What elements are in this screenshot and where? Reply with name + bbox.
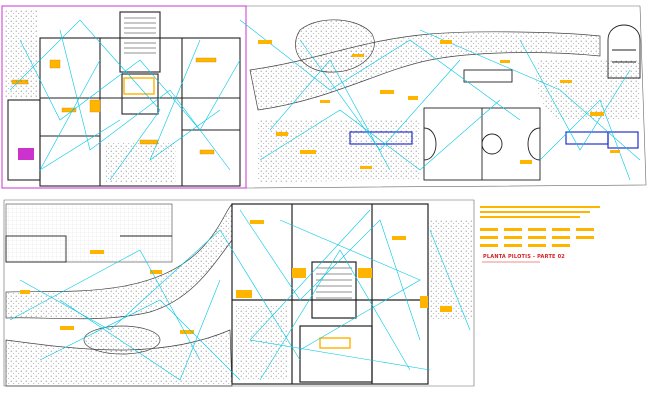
garden-hatch-b [236,306,288,380]
top-sheet [1,5,647,189]
sports-court [423,107,541,181]
bottom-sheet [3,199,475,387]
building-boundary [1,5,247,189]
site-boundary-lower [3,199,475,387]
garden-lower [258,120,420,182]
stair-a [124,17,156,54]
tags-top [258,40,620,169]
paved-area [5,203,173,263]
garden-hatch [4,10,38,98]
annotation-blocks-a [11,57,217,155]
round-pool [607,24,641,79]
garden-hatch [106,142,176,182]
tower-b-walls [231,203,429,385]
sheet-title: PLANTA PILOTIS - PARTE 02 [483,254,565,260]
stair-b [316,267,352,299]
annotation-blocks-b [20,220,452,349]
parking-walls [5,235,172,263]
garden-right [536,60,640,120]
legend-block [480,206,600,263]
garden-hatch-b [428,220,472,320]
circuits-bottom [9,209,471,381]
small-structures [349,131,639,149]
garden-blob [295,19,375,73]
bench-block [463,69,513,83]
garden-oval [83,325,161,355]
site-boundary [245,5,647,189]
panel-marker [18,148,34,160]
circuits-top [9,19,641,181]
